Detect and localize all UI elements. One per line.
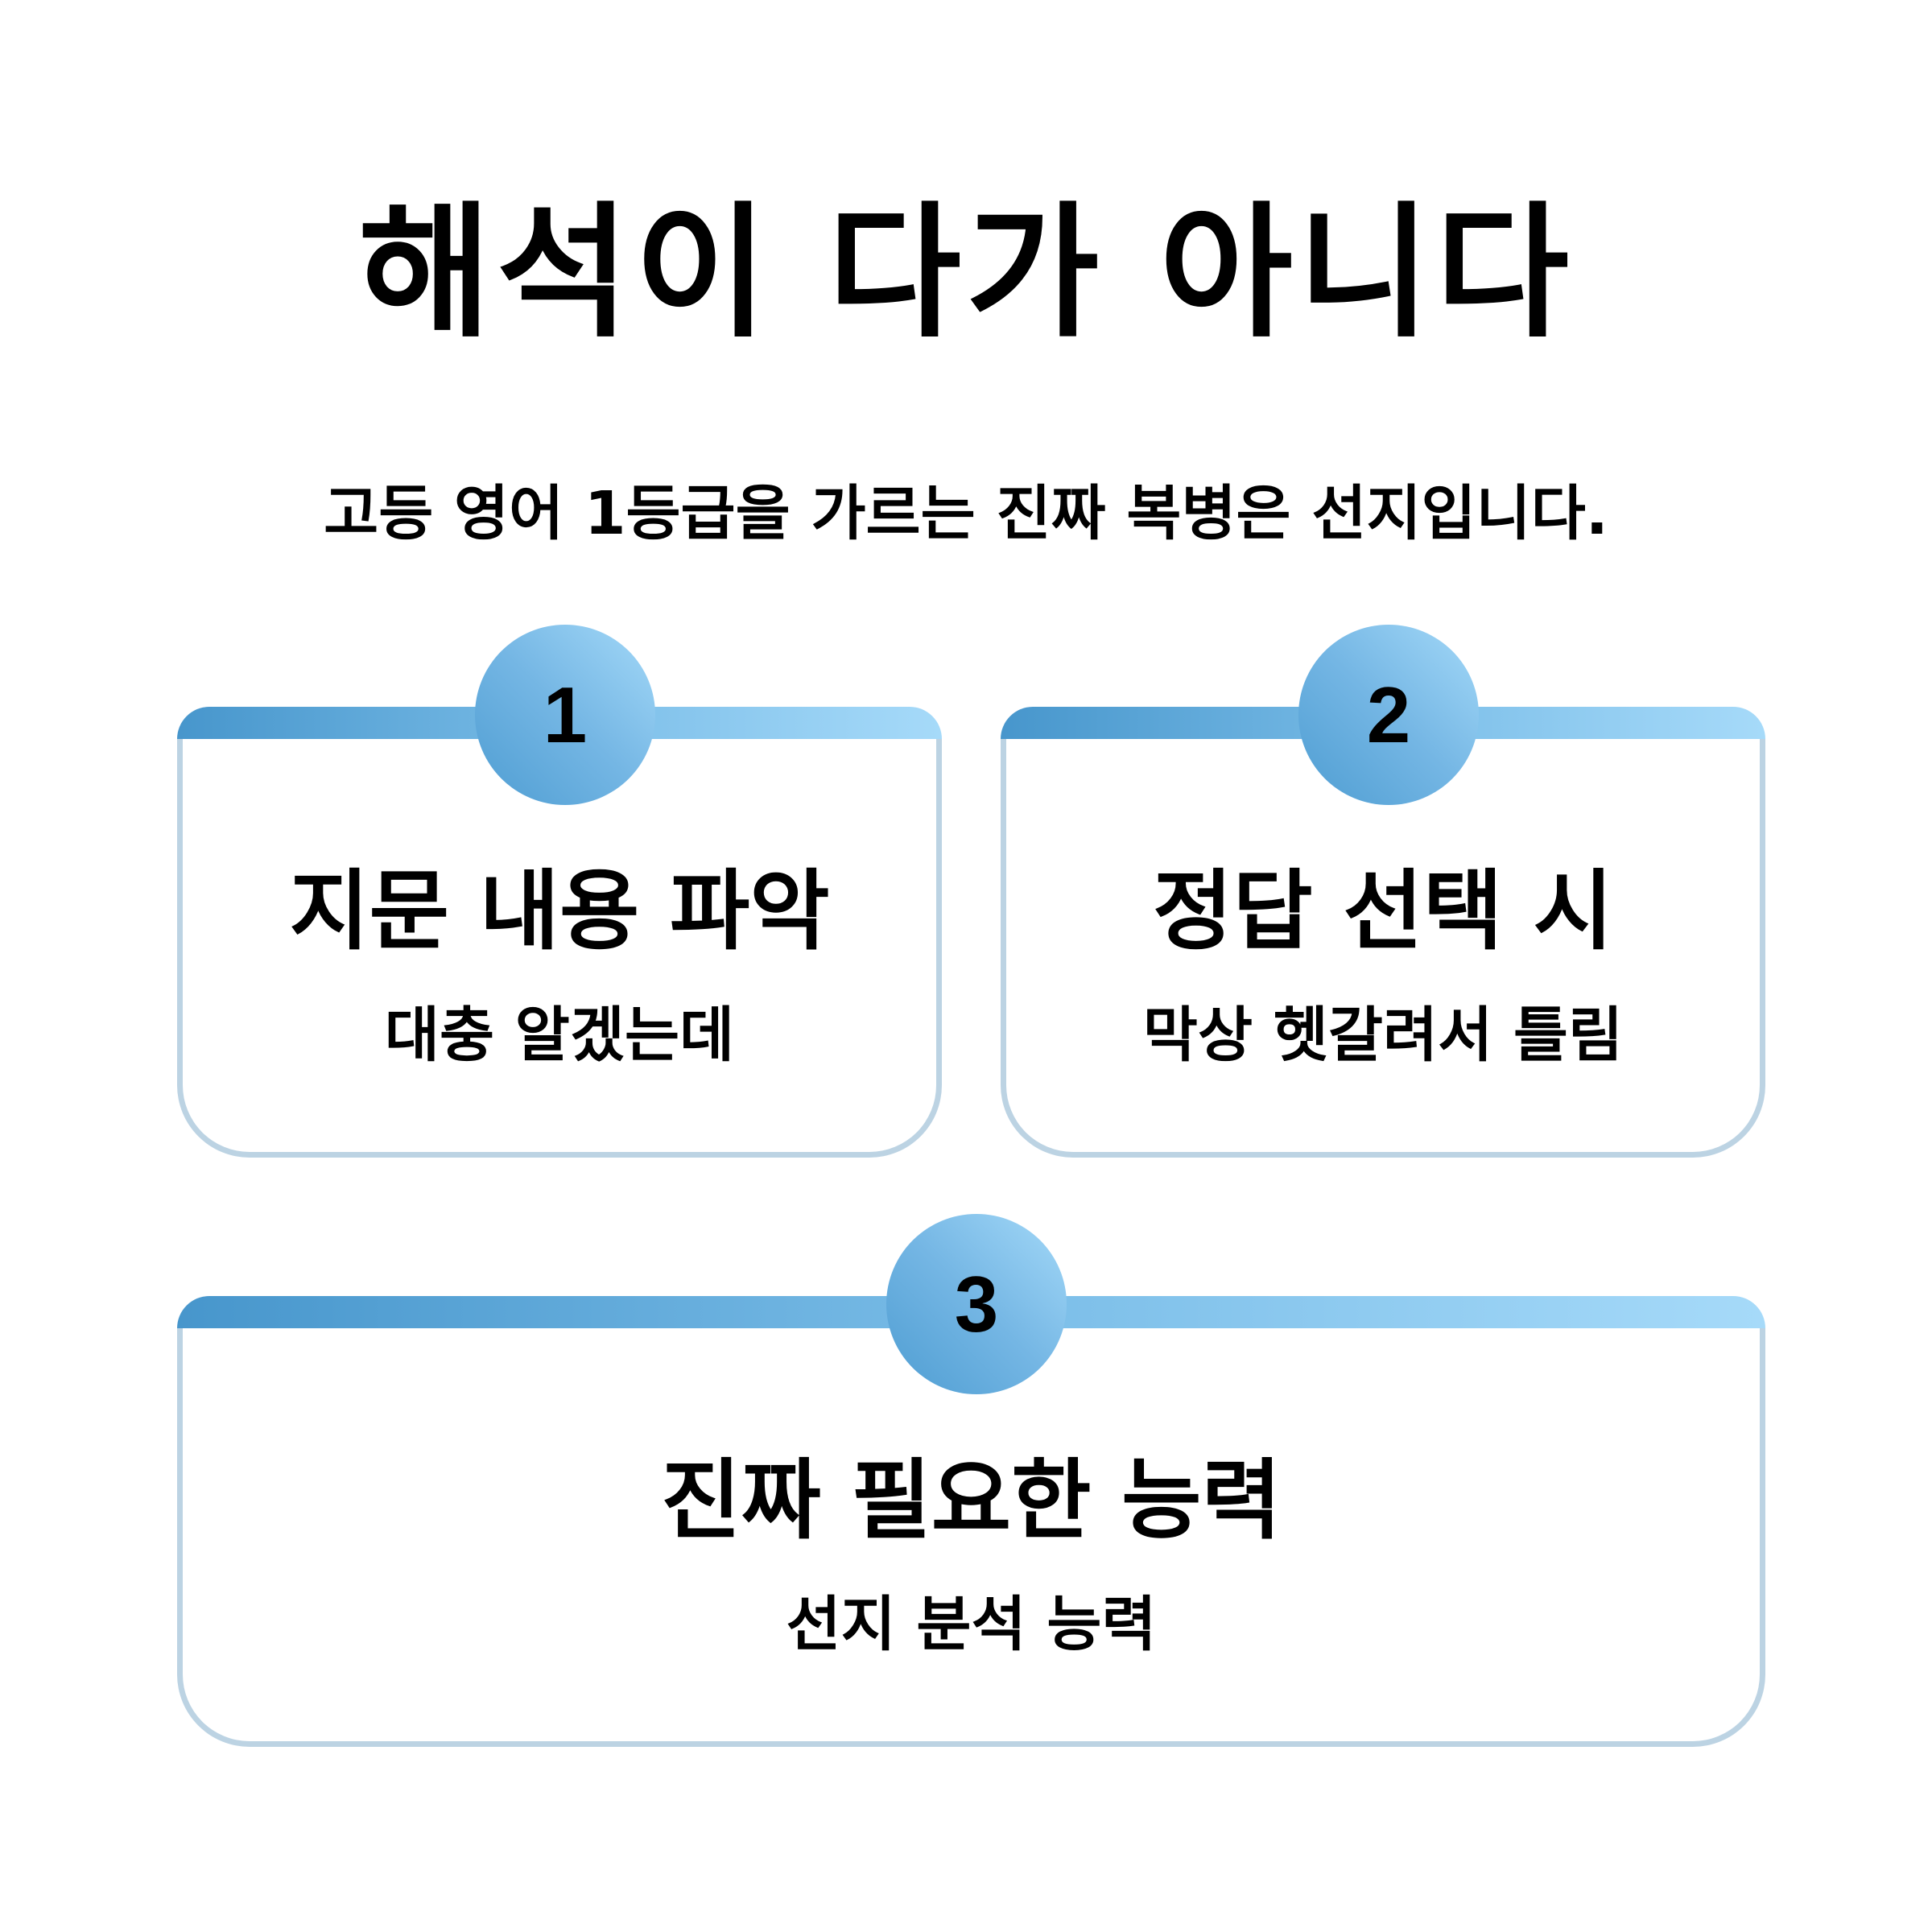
step-badge-3: 3 — [886, 1214, 1067, 1394]
card-heading: 진짜 필요한 능력 — [661, 1451, 1282, 1551]
step-badge-2: 2 — [1298, 625, 1479, 805]
page-title: 해석이 다가 아니다 — [357, 189, 1575, 357]
page-subtitle: 고등 영어 1등급을 가르는 진짜 복병은 선지입니다. — [324, 479, 1608, 548]
card-description: 대충 알겠는데 — [384, 1001, 735, 1070]
card-3: 3 진짜 필요한 능력 선지 분석 능력 — [177, 1214, 1765, 1747]
card-heading: 정답 선택 시 — [1153, 861, 1613, 962]
card-description: 선지 분석 능력 — [786, 1590, 1157, 1659]
card-description: 막상 헷갈려서 틀림 — [1142, 1001, 1624, 1070]
step-badge-1: 1 — [475, 625, 655, 805]
card-1: 1 지문 내용 파악 대충 알겠는데 — [177, 625, 942, 1158]
card-heading: 지문 내용 파악 — [289, 861, 830, 962]
card-2: 2 정답 선택 시 막상 헷갈려서 틀림 — [1001, 625, 1765, 1158]
